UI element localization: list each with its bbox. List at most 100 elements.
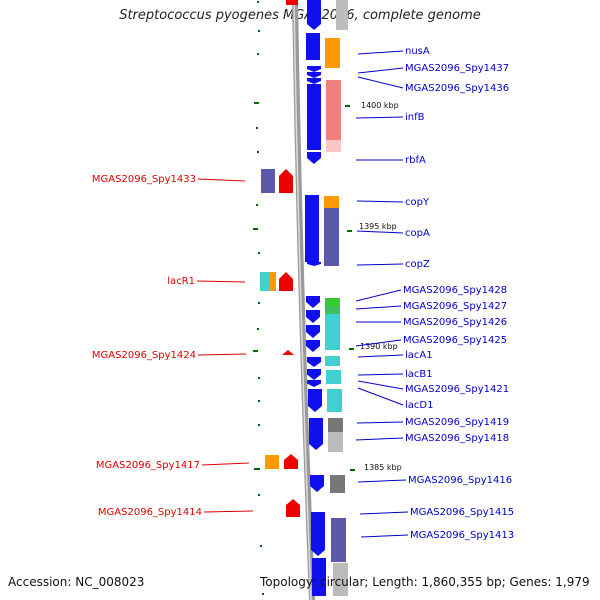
tick-mark [257, 1, 259, 3]
forward-gene-bar [331, 518, 346, 562]
backbone-highlight [293, 0, 312, 600]
forward-gene-leader [357, 479, 407, 483]
forward-gene-label: MGAS2096_Spy1426 [403, 317, 507, 328]
tick-mark [257, 151, 259, 153]
forward-gene-leader [357, 373, 404, 376]
tick-mark [253, 228, 258, 230]
forward-gene-label: infB [405, 112, 425, 123]
forward-gene-arrow [307, 78, 321, 84]
forward-gene-leader [355, 289, 402, 302]
forward-gene-label: MGAS2096_Spy1421 [405, 384, 509, 395]
forward-gene-arrow [309, 418, 323, 450]
forward-gene-bar [325, 356, 340, 366]
tick-mark [256, 204, 258, 206]
forward-gene-label: lacB1 [405, 369, 433, 380]
tick-mark [258, 400, 260, 402]
forward-gene-label: MGAS2096_Spy1428 [403, 285, 507, 296]
reverse-gene-bar [265, 455, 279, 469]
forward-gene-arrow [307, 262, 321, 266]
forward-gene-leader [355, 437, 404, 441]
tick-mark [257, 328, 259, 330]
forward-gene-bar [336, 0, 348, 30]
forward-gene-leader [355, 305, 402, 310]
forward-gene-leader [360, 534, 409, 538]
forward-gene-bar [325, 314, 340, 350]
tick-mark [256, 127, 258, 129]
forward-gene-leader [356, 230, 404, 234]
scale-label: 1385 kbp [364, 463, 402, 472]
forward-gene-bar [325, 38, 340, 68]
forward-gene-arrow [305, 195, 319, 262]
tick-mark [258, 302, 260, 304]
scale-label: 1400 kbp [361, 101, 399, 110]
forward-gene-arrow [307, 369, 321, 380]
scale-label: 1395 kbp [359, 222, 397, 231]
tick-mark [258, 377, 260, 379]
tick-mark [258, 252, 260, 254]
reverse-gene-bar [269, 272, 276, 291]
scale-label: 1390 kbp [360, 342, 398, 351]
forward-gene-bar [325, 298, 340, 306]
forward-gene-label: MGAS2096_Spy1427 [403, 301, 507, 312]
forward-gene-leader [357, 380, 404, 390]
forward-gene-arrow [306, 325, 320, 338]
forward-gene-arrow [306, 296, 320, 308]
reverse-gene-bar [260, 272, 269, 291]
forward-gene-label: lacA1 [405, 350, 433, 361]
forward-gene-bar [326, 80, 341, 140]
tick-mark [347, 230, 352, 232]
forward-gene-leader [355, 116, 404, 119]
reverse-gene-label: MGAS2096_Spy1424 [92, 350, 196, 361]
forward-gene-bar [333, 563, 348, 596]
tick-mark [345, 105, 350, 107]
forward-gene-arrow [307, 66, 321, 72]
forward-gene-leader [359, 511, 409, 515]
backbone-line [292, 0, 315, 600]
reverse-gene-leader [197, 353, 247, 356]
forward-gene-bar [324, 196, 339, 208]
forward-gene-bar [328, 432, 343, 452]
reverse-gene-leader [196, 280, 246, 283]
reverse-gene-arrow [282, 350, 294, 355]
forward-gene-arrow [306, 310, 320, 323]
reverse-gene-arrow [279, 272, 293, 291]
forward-gene-arrow [307, 152, 321, 164]
tick-mark [350, 469, 355, 471]
forward-gene-label: MGAS2096_Spy1416 [408, 475, 512, 486]
tick-mark [257, 53, 259, 55]
reverse-gene-arrow [284, 454, 298, 469]
forward-gene-bar [324, 208, 339, 266]
forward-gene-label: MGAS2096_Spy1425 [403, 335, 507, 346]
tick-mark [258, 30, 260, 32]
forward-gene-bar [328, 418, 343, 432]
reverse-gene-leader [197, 178, 246, 182]
reverse-gene-arrow [286, 0, 298, 5]
forward-gene-arrow [307, 357, 321, 367]
forward-gene-bar [326, 370, 341, 384]
forward-gene-label: rbfA [405, 155, 426, 166]
forward-gene-leader [357, 354, 404, 358]
forward-gene-arrow [306, 33, 320, 60]
genome-title: Streptococcus pyogenes MGAS2096, complet… [119, 8, 481, 23]
forward-gene-arrow [307, 380, 321, 387]
reverse-gene-label: MGAS2096_Spy1414 [98, 507, 202, 518]
forward-gene-arrow [307, 72, 321, 78]
forward-gene-label: nusA [405, 46, 430, 57]
reverse-gene-label: lacR1 [167, 276, 195, 287]
forward-gene-label: MGAS2096_Spy1415 [410, 507, 514, 518]
forward-gene-label: MGAS2096_Spy1436 [405, 83, 509, 94]
forward-gene-leader [357, 387, 404, 406]
reverse-gene-arrow [279, 169, 293, 193]
forward-gene-label: copZ [405, 259, 430, 270]
forward-gene-arrow [311, 512, 325, 556]
tick-mark [254, 102, 259, 104]
forward-gene-bar [330, 475, 345, 493]
forward-gene-arrow [307, 0, 321, 30]
reverse-gene-label: MGAS2096_Spy1433 [92, 174, 196, 185]
accession-text: Accession: NC_008023 [8, 575, 145, 589]
forward-gene-label: copY [405, 197, 430, 208]
forward-gene-arrow [306, 340, 320, 352]
forward-gene-bar [326, 140, 341, 152]
